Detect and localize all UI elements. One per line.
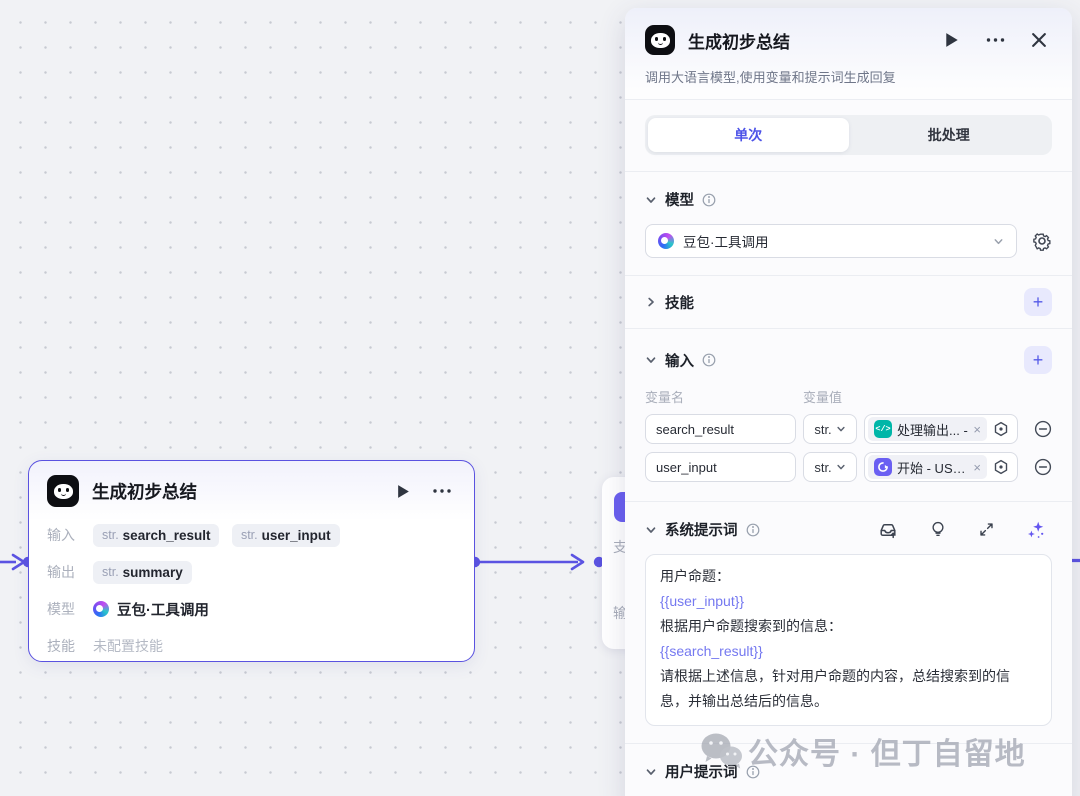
panel-title: 生成初步总结 — [688, 32, 790, 52]
info-icon — [702, 353, 716, 367]
tab-single[interactable]: 单次 — [648, 118, 849, 152]
model-section: 模型 豆包·工具调用 — [625, 171, 1072, 275]
chevron-down-icon[interactable] — [645, 524, 657, 536]
node-model-name: 豆包·工具调用 — [117, 602, 209, 619]
panel-header: 生成初步总结 调用大语言模型,使用变量和提示词生成回复 — [625, 8, 1072, 99]
input-variable-row: str. 开始 - USER... × — [645, 452, 1052, 482]
reference-tag: </> 处理输出... - × — [868, 417, 987, 441]
node-title: 生成初步总结 — [92, 481, 197, 502]
more-icon[interactable] — [985, 37, 1006, 43]
hexagon-dot-icon[interactable] — [993, 421, 1009, 437]
info-icon — [702, 193, 716, 207]
remove-reference-icon[interactable]: × — [973, 459, 981, 475]
gear-icon[interactable] — [1032, 231, 1052, 251]
input-section: 输入 + 变量名 变量值 str. </> 处理输出... - × — [625, 328, 1072, 501]
prompt-library-icon[interactable] — [878, 520, 898, 540]
variable-name-input[interactable] — [645, 414, 796, 444]
hidden-node-label: 输 — [613, 605, 627, 621]
column-variable-value: 变量值 — [803, 390, 843, 405]
selected-model: 豆包·工具调用 — [683, 235, 769, 250]
close-icon[interactable] — [1032, 33, 1046, 47]
prompt-line: 根据用户命题搜索到的信息： — [660, 618, 842, 634]
doubao-model-logo — [93, 601, 109, 617]
model-section-title: 模型 — [665, 193, 694, 209]
hidden-node-label: 支 — [613, 539, 627, 555]
skills-section: 技能 + — [625, 275, 1072, 328]
expand-icon[interactable] — [978, 521, 995, 538]
info-icon — [746, 765, 760, 779]
node-skill-value: 未配置技能 — [93, 638, 163, 654]
input-variable-row: str. </> 处理输出... - × — [645, 414, 1052, 444]
mode-tabs: 单次 批处理 — [645, 115, 1052, 155]
llm-node-card[interactable]: 生成初步总结 输入 str.search_result str.user_inp… — [28, 460, 475, 662]
column-variable-name: 变量名 — [645, 390, 685, 405]
reference-tag: 开始 - USER... × — [868, 455, 987, 479]
input-tag: str.search_result — [93, 523, 220, 547]
add-input-button[interactable]: + — [1024, 346, 1052, 374]
user-prompt-section: 用户提示词 — [625, 743, 1072, 796]
run-node-icon[interactable] — [945, 32, 959, 48]
node-input-label: 输入 — [47, 527, 75, 543]
user-prompt-title: 用户提示词 — [665, 765, 738, 781]
chevron-down-icon[interactable] — [645, 354, 657, 366]
model-select[interactable]: 豆包·工具调用 — [645, 224, 1017, 258]
hexagon-dot-icon[interactable] — [993, 459, 1009, 475]
prompt-variable: {{search_result}} — [660, 643, 763, 659]
doubao-bot-icon — [47, 475, 79, 507]
tab-batch[interactable]: 批处理 — [927, 127, 970, 143]
node-skill-label: 技能 — [47, 638, 75, 654]
system-prompt-title: 系统提示词 — [665, 523, 738, 539]
node-model-label: 模型 — [47, 601, 75, 617]
mode-tabs-band: 单次 批处理 — [625, 99, 1072, 171]
run-node-icon[interactable] — [397, 484, 410, 499]
system-prompt-section: 系统提示词 用户命题： {{user — [625, 501, 1072, 743]
skills-section-title: 技能 — [665, 295, 694, 312]
chevron-right-icon[interactable] — [645, 296, 657, 308]
variable-value-select[interactable]: </> 处理输出... - × — [864, 414, 1018, 444]
node-config-panel: 生成初步总结 调用大语言模型,使用变量和提示词生成回复 单次 批处理 — [625, 8, 1072, 796]
input-tag: str.user_input — [231, 523, 340, 547]
lightbulb-icon[interactable] — [929, 520, 947, 539]
system-prompt-editor[interactable]: 用户命题： {{user_input}} 根据用户命题搜索到的信息： {{sea… — [645, 554, 1052, 726]
chevron-down-icon[interactable] — [645, 194, 657, 206]
start-node-icon — [874, 458, 892, 476]
info-icon — [746, 523, 760, 537]
more-icon[interactable] — [432, 488, 452, 494]
chevron-down-icon — [837, 464, 845, 470]
input-section-title: 输入 — [665, 353, 694, 370]
chevron-down-icon[interactable] — [645, 766, 657, 778]
add-skill-button[interactable]: + — [1024, 288, 1052, 316]
output-tag: str.summary — [93, 560, 192, 584]
ai-optimize-sparkle-icon[interactable] — [1026, 520, 1046, 540]
chevron-down-icon — [837, 426, 845, 432]
chevron-down-icon — [994, 238, 1003, 244]
variable-value-select[interactable]: 开始 - USER... × — [864, 452, 1018, 482]
prompt-line: 请根据上述信息，针对用户命题的内容，总结搜索到的信息，并输出总结后的信息。 — [660, 668, 1010, 709]
prompt-variable: {{user_input}} — [660, 593, 745, 609]
code-node-icon: </> — [874, 420, 892, 438]
panel-subtitle: 调用大语言模型,使用变量和提示词生成回复 — [645, 70, 896, 85]
node-output-label: 输出 — [47, 564, 75, 580]
variable-type-select[interactable]: str. — [803, 414, 857, 444]
doubao-bot-icon — [645, 25, 675, 55]
doubao-model-logo — [658, 233, 674, 249]
prompt-line: 用户命题： — [660, 568, 730, 584]
variable-type-select[interactable]: str. — [803, 452, 857, 482]
remove-row-icon[interactable] — [1034, 420, 1052, 438]
remove-reference-icon[interactable]: × — [973, 421, 981, 437]
remove-row-icon[interactable] — [1034, 458, 1052, 476]
variable-name-input[interactable] — [645, 452, 796, 482]
